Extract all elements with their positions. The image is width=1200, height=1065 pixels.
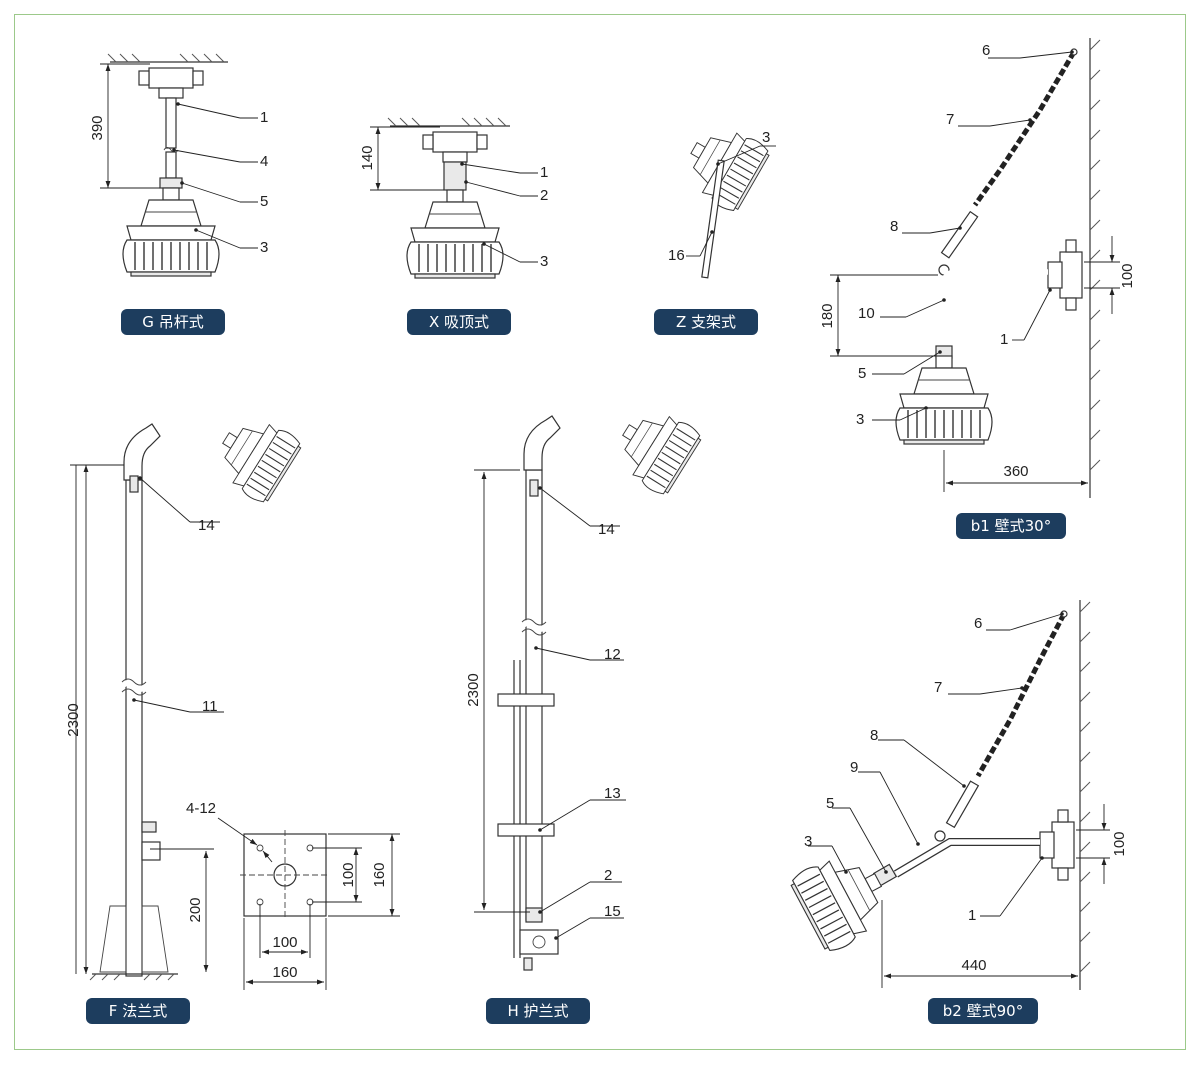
- dim-b1-100: 100: [1119, 263, 1136, 288]
- callout-z-3: 3: [762, 129, 770, 146]
- view-x-ceiling: 140 1 2 3: [359, 117, 548, 279]
- callout-f-4-12: 4-12: [186, 800, 216, 817]
- view-h-railing: 2300 14 12 13 2 15: [465, 397, 705, 971]
- caption-f: F 法兰式: [86, 998, 190, 1024]
- dim-b2-440: 440: [961, 957, 986, 974]
- caption-b1: b1 壁式30°: [956, 513, 1066, 539]
- dim-b1-360: 360: [1003, 463, 1028, 480]
- callout-g-3: 3: [260, 239, 268, 256]
- callout-x-3: 3: [540, 253, 548, 270]
- callout-b2-6: 6: [974, 615, 982, 632]
- callout-b2-9: 9: [850, 759, 858, 776]
- callout-h-13: 13: [604, 785, 621, 802]
- callout-g-5: 5: [260, 193, 268, 210]
- caption-g: G 吊杆式: [121, 309, 225, 335]
- dim-b2-100: 100: [1111, 831, 1128, 856]
- callout-b1-3: 3: [856, 411, 864, 428]
- callout-b1-8: 8: [890, 218, 898, 235]
- callout-b1-5: 5: [858, 365, 866, 382]
- dim-x-140: 140: [359, 145, 376, 170]
- dim-g-390: 390: [89, 115, 106, 140]
- dim-b1-180: 180: [819, 303, 836, 328]
- callout-b2-1: 1: [968, 907, 976, 924]
- caption-h: H 护兰式: [486, 998, 590, 1024]
- callout-z-16: 16: [668, 247, 685, 264]
- callout-b1-10: 10: [858, 305, 875, 322]
- callout-h-15: 15: [604, 903, 621, 920]
- dim-f-plate-160v: 160: [371, 862, 388, 887]
- callout-b2-5: 5: [826, 795, 834, 812]
- dim-f-plate-100h: 100: [272, 934, 297, 951]
- dim-h-2300: 2300: [465, 673, 482, 706]
- callout-g-4: 4: [260, 153, 268, 170]
- callout-b2-3: 3: [804, 833, 812, 850]
- view-b2-wall-90: 100 440 6 7 8 9 5 3 1: [787, 600, 1128, 990]
- callout-h-12: 12: [604, 646, 621, 663]
- dim-f-200: 200: [187, 897, 204, 922]
- callout-h-14: 14: [598, 521, 615, 538]
- callout-b1-7: 7: [946, 111, 954, 128]
- callout-f-14: 14: [198, 517, 215, 534]
- view-b1-wall-30: 180 100 360 6 7 8 10 1 5 3: [819, 38, 1136, 498]
- callout-g-1: 1: [260, 109, 268, 126]
- dim-f-plate-160h: 160: [272, 964, 297, 981]
- callout-h-2: 2: [604, 867, 612, 884]
- view-g-pendant: 390 1 4 5 3: [89, 53, 268, 277]
- caption-b2: b2 壁式90°: [928, 998, 1038, 1024]
- callout-b1-6: 6: [982, 42, 990, 59]
- callout-b2-7: 7: [934, 679, 942, 696]
- caption-z: Z 支架式: [654, 309, 758, 335]
- figure-frame: [14, 14, 1186, 1050]
- dim-f-2300: 2300: [65, 703, 82, 736]
- callout-f-11: 11: [202, 698, 218, 715]
- callout-x-2: 2: [540, 187, 548, 204]
- callout-b1-1: 1: [1000, 331, 1008, 348]
- view-f-flange: 2300 200 14 11 4-12 100 160 100: [65, 405, 400, 990]
- callout-b2-8: 8: [870, 727, 878, 744]
- dim-f-plate-100v: 100: [340, 862, 357, 887]
- view-z-bracket: 3 16: [668, 115, 776, 279]
- caption-x: X 吸顶式: [407, 309, 511, 335]
- callout-x-1: 1: [540, 164, 548, 181]
